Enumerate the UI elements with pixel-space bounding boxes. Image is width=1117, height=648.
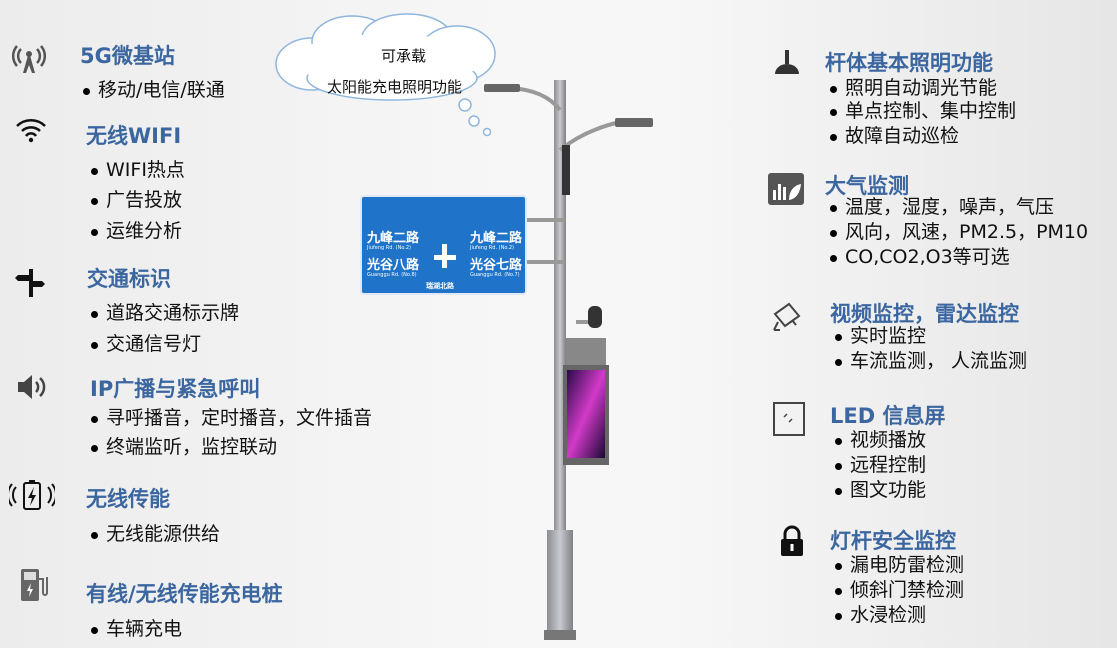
cloud-bubbles (458, 98, 492, 137)
list-item: 寻呼播音，定时播音，文件插音 (90, 407, 373, 429)
wifi-icon (14, 113, 48, 147)
list-item: CO,CO2,O3等可选 (830, 246, 1010, 268)
cross-icon-v (442, 244, 447, 268)
section-title-video: 视频监控，雷达监控 (830, 302, 1019, 326)
section-title-lighting: 杆体基本照明功能 (825, 51, 993, 75)
list-item: 远程控制 (834, 454, 927, 476)
list-item: 终端监听，监控联动 (90, 436, 278, 458)
list-item: 交通信号灯 (90, 333, 202, 355)
cloud-text-line2: 太阳能充电照明功能 (327, 78, 463, 96)
section-title-5g: 5G微基站 (80, 44, 175, 68)
screen-icon (772, 402, 806, 436)
list-item: 车辆充电 (90, 618, 183, 640)
cloud-text-line1: 可承载 (381, 47, 427, 65)
sign-text: 瑞湖北路 (426, 282, 454, 290)
list-item: 无线能源供给 (90, 523, 221, 545)
list-item: 温度，湿度，噪声，气压 (829, 196, 1055, 218)
list-item: 倾斜门禁检测 (834, 579, 965, 601)
sign-text: 光谷七路 (470, 258, 523, 273)
sign-text: Guanggu Rd. (No.7) (470, 272, 520, 278)
smart-pole-illustration (484, 80, 653, 640)
section-title-wireless-power: 无线传能 (86, 487, 170, 511)
list-item: 车流监测， 人流监测 (834, 350, 1028, 372)
list-item: 广告投放 (90, 189, 183, 211)
road-sign: 九峰二路 Jiufeng Rd. (No.2) 光谷八路 Guanggu Rd.… (360, 195, 527, 295)
list-item: 风向，风速，PM2.5，PM10 (829, 221, 1089, 243)
section-title-traffic: 交通标识 (87, 267, 171, 291)
section-title-charging: 有线/无线传能充电桩 (86, 582, 283, 606)
section-title-broadcast: IP广播与紧急呼叫 (90, 377, 261, 401)
list-item: 漏电防雷检测 (834, 554, 965, 576)
list-item: 单点控制、集中控制 (829, 100, 1017, 122)
list-item: 图文功能 (834, 479, 927, 501)
signpost-icon (14, 265, 48, 299)
camera-icon (770, 300, 804, 334)
section-title-led: LED 信息屏 (830, 404, 946, 428)
antenna-icon (12, 42, 46, 76)
sign-text: Jiufeng Rd. (No.2) (367, 245, 412, 251)
list-item: 移动/电信/联通 (83, 79, 225, 101)
section-title-wifi: 无线WIFI (86, 124, 182, 148)
list-item: 照明自动调光节能 (829, 77, 998, 99)
list-item: 故障自动巡检 (829, 125, 960, 147)
list-item: 实时监控 (834, 325, 927, 347)
sign-text: Guanggu Rd. (No.8) (367, 272, 417, 278)
sign-text: 九峰二路 (470, 231, 523, 246)
section-title-air: 大气监测 (825, 174, 909, 198)
sign-text: 光谷八路 (367, 258, 420, 273)
lamp-icon (770, 46, 804, 80)
speaker-icon (14, 370, 48, 404)
wireless-battery-icon (8, 478, 56, 512)
list-item: 运维分析 (90, 220, 183, 242)
thought-cloud (275, 13, 496, 101)
list-item: WIFI热点 (91, 159, 185, 181)
charging-station-icon (16, 568, 50, 602)
list-item: 水浸检测 (834, 604, 927, 626)
sign-text: Jiufeng Rd. (No.2) (470, 245, 515, 251)
environment-monitor-icon (766, 172, 806, 206)
list-item: 视频播放 (834, 429, 927, 451)
sign-text: 九峰二路 (367, 231, 420, 246)
section-title-security: 灯杆安全监控 (830, 529, 956, 553)
list-item: 道路交通标示牌 (90, 302, 240, 324)
lock-icon (775, 524, 809, 558)
